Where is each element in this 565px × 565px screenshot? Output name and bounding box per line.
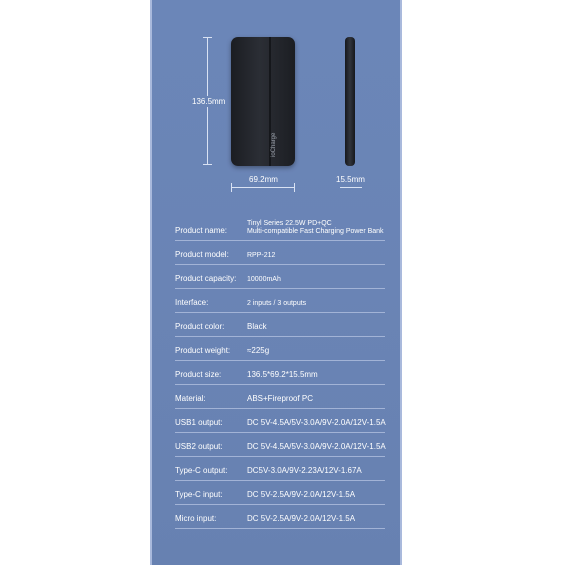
spec-value: DC 5V-2.5A/9V-2.0A/12V-1.5A	[247, 514, 356, 523]
spec-value: DC 5V-4.5A/5V-3.0A/9V-2.0A/12V-1.5A	[247, 442, 386, 451]
spec-value: 2 inputs / 3 outputs	[247, 300, 307, 307]
height-dimension-cap-bottom	[203, 164, 212, 165]
spec-label: Type-C output:	[175, 466, 228, 475]
spec-value: ABS+Fireproof PC	[247, 394, 314, 403]
spec-value: RPP-212	[247, 252, 276, 259]
spec-value: DC5V-3.0A/9V-2.23A/12V-1.67A	[247, 466, 362, 475]
spec-label: Interface:	[175, 298, 209, 307]
spec-label: Type-C input:	[175, 490, 223, 499]
spec-label: Product weight:	[175, 346, 231, 355]
spec-row-micro-input: Micro input: DC 5V-2.5A/9V-2.0A/12V-1.5A	[175, 504, 385, 529]
spec-label: Product name:	[175, 226, 228, 235]
spec-row-usb2-output: USB2 output: DC 5V-4.5A/5V-3.0A/9V-2.0A/…	[175, 432, 386, 457]
spec-label: USB2 output:	[175, 442, 223, 451]
spec-row-product-capacity: Product capacity: 10000mAh	[175, 264, 385, 289]
device-logo: ioCharge	[271, 132, 277, 157]
spec-label: Micro input:	[175, 514, 217, 523]
spec-label: Material:	[175, 394, 206, 403]
spec-row-product-size: Product size: 136.5*69.2*15.5mm	[175, 360, 385, 385]
spec-row-interface: Interface: 2 inputs / 3 outputs	[175, 288, 385, 313]
spec-value: Tinyl Series 22.5W PD+QC Multi-compatibl…	[247, 220, 384, 236]
spec-value-line1: Tinyl Series 22.5W PD+QC	[247, 220, 332, 227]
spec-row-product-name: Product name: Tinyl Series 22.5W PD+QC M…	[175, 216, 385, 241]
spec-label: USB1 output:	[175, 418, 223, 427]
thickness-dimension-label: 15.5mm	[336, 175, 365, 184]
spec-row-product-color: Product color: Black	[175, 312, 385, 337]
width-dimension-cap-left	[231, 183, 232, 192]
spec-row-type-c-output: Type-C output: DC5V-3.0A/9V-2.23A/12V-1.…	[175, 456, 385, 481]
width-dimension-line	[231, 187, 295, 188]
spec-row-type-c-input: Type-C input: DC 5V-2.5A/9V-2.0A/12V-1.5…	[175, 480, 385, 505]
spec-label: Product size:	[175, 370, 222, 379]
spec-label: Product model:	[175, 250, 229, 259]
spec-value: DC 5V-4.5A/5V-3.0A/9V-2.0A/12V-1.5A	[247, 418, 386, 427]
spec-label: Product color:	[175, 322, 225, 331]
power-bank-side-image	[345, 37, 355, 166]
spec-value-line2: Multi-compatible Fast Charging Power Ban…	[247, 228, 384, 235]
spec-row-product-weight: Product weight: ≈225g	[175, 336, 385, 361]
spec-value: DC 5V-2.5A/9V-2.0A/12V-1.5A	[247, 490, 356, 499]
height-dimension-label: 136.5mm	[192, 96, 226, 107]
spec-value: 136.5*69.2*15.5mm	[247, 370, 318, 379]
spec-value: Black	[247, 322, 267, 331]
device-groove	[269, 37, 271, 166]
width-dimension-label: 69.2mm	[249, 175, 278, 184]
power-bank-front-image: ioCharge	[231, 37, 295, 166]
spec-label: Product capacity:	[175, 274, 237, 283]
spec-row-usb1-output: USB1 output: DC 5V-4.5A/5V-3.0A/9V-2.0A/…	[175, 408, 386, 433]
height-dimension-cap-top	[203, 37, 212, 38]
thickness-dimension-line	[340, 187, 362, 188]
spec-value: ≈225g	[247, 346, 270, 355]
spec-value: 10000mAh	[247, 276, 281, 283]
spec-row-product-model: Product model: RPP-212	[175, 240, 385, 265]
width-dimension-cap-right	[294, 183, 295, 192]
spec-row-material: Material: ABS+Fireproof PC	[175, 384, 385, 409]
